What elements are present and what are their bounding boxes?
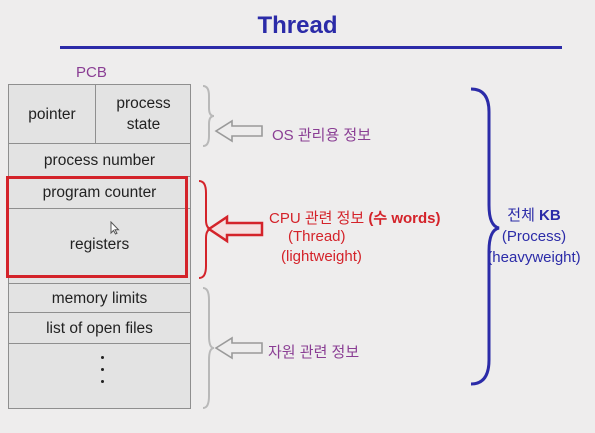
cpu-info-prefix: CPU 관련 정보	[269, 210, 369, 227]
registers-label: registers	[69, 235, 130, 253]
hollow-left-arrow-icon	[214, 336, 263, 360]
whole-process-label: 전체 KB (Process) (heavyweight)	[478, 205, 590, 268]
open-files-label: list of open files	[46, 319, 153, 337]
pointer-cell: pointer	[9, 85, 95, 143]
title-underline	[60, 46, 562, 49]
mouse-cursor-icon	[110, 220, 120, 238]
whole-kb: KB	[539, 207, 561, 224]
os-info-label: OS 관리용 정보	[272, 127, 372, 144]
pointer-label: pointer	[28, 105, 76, 123]
pcb-label: PCB	[76, 64, 107, 81]
program-counter-cell: program counter	[9, 177, 190, 208]
cell-divider	[95, 85, 96, 143]
registers-cell: registers	[9, 209, 190, 279]
process-state-label-line2: state	[126, 116, 161, 133]
process-number-label: process number	[43, 151, 156, 169]
cpu-info-words: (수 words)	[368, 210, 441, 227]
cpu-context-highlight	[6, 176, 188, 278]
whole-kb-line: 전체 KB	[478, 205, 590, 226]
row-divider	[9, 312, 190, 313]
slide-title: Thread	[257, 12, 338, 39]
resource-info-brace	[202, 287, 215, 409]
row-divider	[9, 343, 190, 344]
pcb-table: pointer process state process number pro…	[8, 84, 191, 409]
row-divider	[9, 208, 190, 209]
row-divider	[9, 283, 190, 284]
process-label: (Process)	[501, 228, 567, 245]
ellipsis-dots	[97, 356, 107, 392]
memory-limits-cell: memory limits	[9, 284, 190, 312]
os-info-brace	[202, 85, 215, 147]
whole-prefix: 전체	[507, 207, 540, 224]
process-state-cell: process state	[96, 85, 191, 143]
heavyweight-label: (heavyweight)	[487, 249, 581, 266]
whole-brace	[470, 87, 500, 386]
process-state-label-line1: process	[116, 95, 171, 112]
resource-info-label: 자원 관련 정보	[268, 344, 360, 361]
hollow-left-arrow-icon	[214, 119, 263, 143]
program-counter-label: program counter	[42, 184, 157, 201]
thread-label: (Thread)	[288, 228, 346, 245]
process-number-cell: process number	[9, 144, 190, 176]
row-divider	[9, 143, 190, 144]
lightweight-label: (lightweight)	[281, 248, 362, 265]
memory-limits-label: memory limits	[51, 289, 148, 307]
open-files-cell: list of open files	[9, 313, 190, 343]
red-left-arrow-icon	[206, 214, 264, 244]
cpu-info-label: CPU 관련 정보 (수 words)	[269, 207, 441, 228]
